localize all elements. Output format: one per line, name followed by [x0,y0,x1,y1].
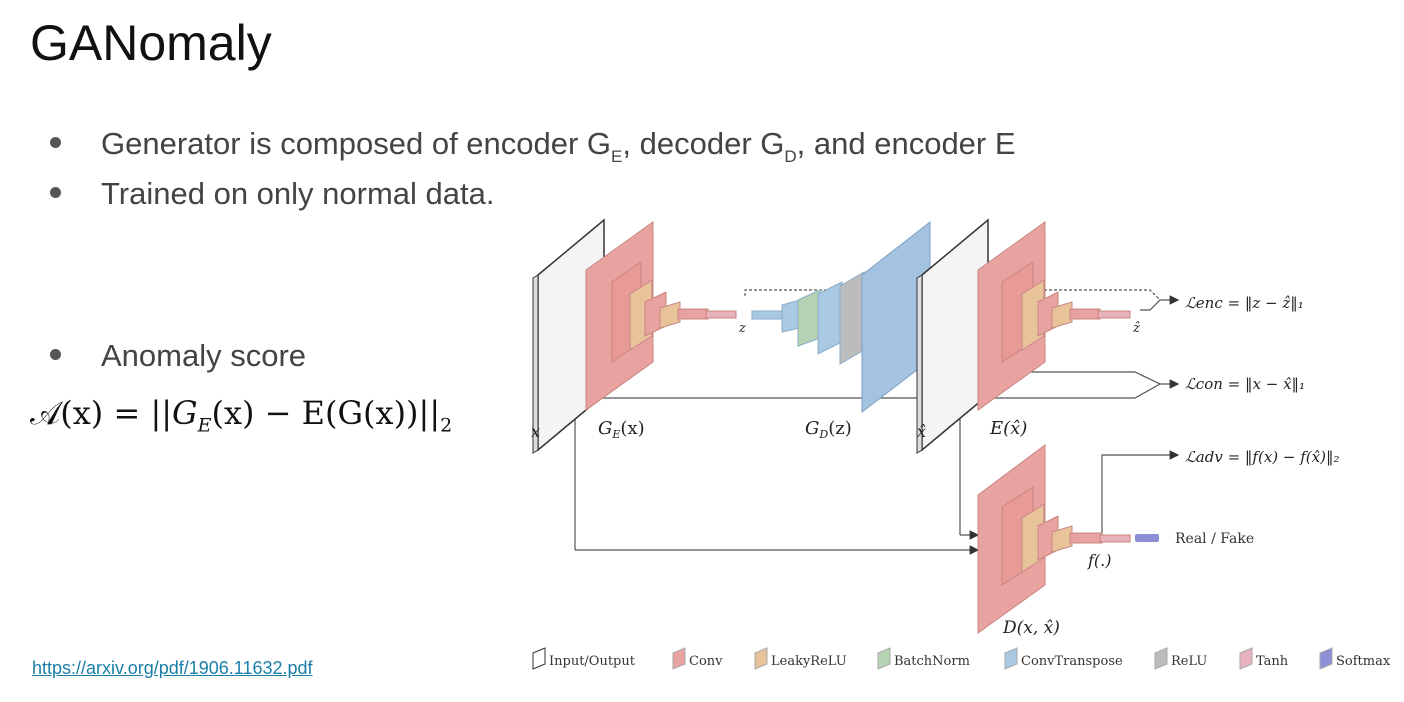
arxiv-paper-link[interactable]: https://arxiv.org/pdf/1906.11632.pdf [32,658,313,678]
legend-item-convtranspose: ConvTranspose [1004,647,1123,670]
label-z: z [738,321,746,336]
svg-text:Tanh: Tanh [1256,654,1289,669]
bullet-dot [50,349,61,361]
label-zhat: ẑ [1132,321,1140,336]
label-gd: GD(z) [805,418,852,441]
svg-text:Input/Output: Input/Output [549,654,636,669]
svg-text:LeakyReLU: LeakyReLU [771,654,847,669]
slide-title: GANomaly [30,15,272,71]
label-x: x [531,422,540,441]
bullet-anomaly-score: Anomaly score [50,338,306,374]
legend-item-conv: Conv [672,647,723,670]
legend-item-input-output: Input/Output [532,647,636,670]
decoder-gd-block [751,220,931,414]
enc-loss-connector [744,289,1161,301]
encoder-ge-block [585,221,737,411]
legend-item-relu: ReLU [1154,647,1207,670]
label-e: E(x̂) [989,418,1027,439]
svg-text:Softmax: Softmax [1336,654,1391,669]
loss-enc: ℒenc = ‖z − ẑ‖₁ [1185,294,1304,312]
legend: Input/Output Conv LeakyReLU BatchNorm Co… [532,647,1391,670]
svg-text:ReLU: ReLU [1171,654,1207,669]
loss-adv: ℒadv = ‖f(x) − f(x̂)‖₂ [1185,448,1339,466]
loss-con: ℒcon = ‖x − x̂‖₁ [1185,375,1305,393]
label-ge: GE(x) [598,418,645,441]
legend-item-tanh: Tanh [1239,647,1289,670]
discriminator-d-block [977,444,1159,634]
bullet-dot [50,187,61,199]
con-loss-connector [540,383,1161,399]
encoder-e-block [977,221,1131,411]
softmax-output [1135,534,1159,542]
legend-item-batchnorm: BatchNorm [877,647,970,670]
anomaly-score-formula: 𝒜(x) = ||GE(x) − E(G(x))||2 [30,394,453,437]
bullet-dot [50,137,61,149]
svg-text:Conv: Conv [689,654,723,669]
legend-item-leakyrelu: LeakyReLU [754,647,847,670]
bullet-generator: Generator is composed of encoder GE, dec… [50,126,1016,167]
bullet-training: Trained on only normal data. [50,176,494,212]
adv-loss-connector [1101,450,1180,535]
svg-text:BatchNorm: BatchNorm [894,654,970,669]
svg-text:ConvTranspose: ConvTranspose [1021,654,1123,669]
label-d: D(x, x̂) [1002,618,1060,638]
legend-item-softmax: Softmax [1319,647,1391,670]
label-f: f(.) [1087,551,1112,570]
label-xhat: x̂ [917,422,926,441]
label-real-fake: Real / Fake [1175,531,1254,547]
